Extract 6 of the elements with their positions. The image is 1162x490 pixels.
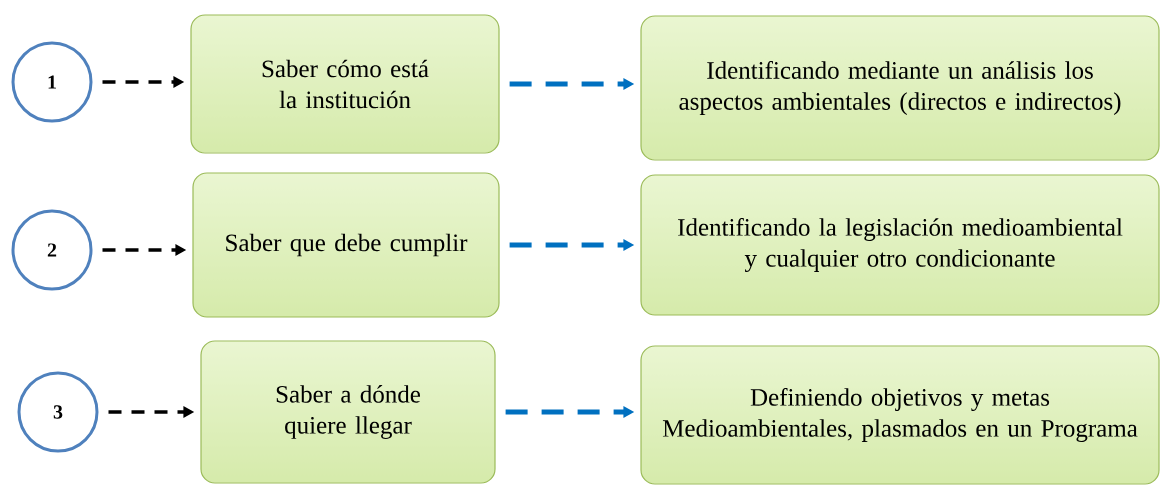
process-box: Saber cómo está la institución [190, 14, 500, 154]
process-box: Identificando la legislación medioambiental y cualquier otro condicionante [640, 174, 1160, 316]
process-box: Identificando mediante un análisis los aspectos ambientales (directos e indirectos) [640, 15, 1160, 161]
process-box: Saber a dónde quiere llegar [200, 340, 496, 484]
process-box: Saber que debe cumplir [192, 172, 500, 318]
process-box: Definiendo objetivos y metas Medioambientales, plasmados en un Programa [640, 345, 1160, 485]
